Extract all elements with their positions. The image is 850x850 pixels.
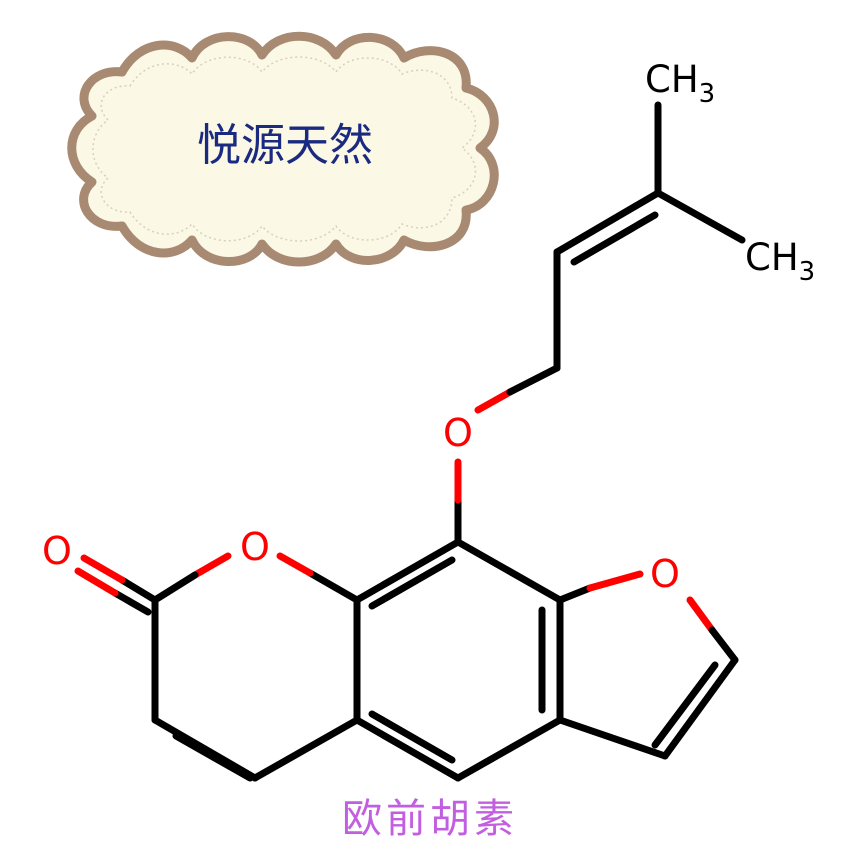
atom-ring-o: O (240, 525, 270, 569)
bond-c-ch3-right (654, 189, 746, 244)
bond-c2-carbonyl-black-a (118, 576, 159, 604)
logo-text: 悦源天然 (197, 120, 373, 171)
methyl-right-main: CH (745, 236, 799, 279)
bonds (74, 101, 746, 782)
bond-o1-c2-black (151, 571, 199, 604)
bond-c4-c4a (251, 716, 361, 782)
logo-badge: 悦源天然 (67, 31, 499, 267)
methyl-right-sub: 3 (799, 257, 816, 287)
bond-c2-carbonyl-red-b (74, 567, 119, 597)
bond-c2-carbonyl-black-b (111, 589, 152, 616)
atom-carbonyl-o: O (42, 529, 72, 573)
bond-oether-ch2-red (474, 388, 514, 414)
bond-o1-c2-red (191, 552, 232, 579)
bond-c8-c7a (454, 538, 564, 604)
bond-c8a-c8 (353, 538, 462, 604)
bond-c4-c4a-inner (368, 710, 456, 764)
atom-ether-o: O (443, 411, 473, 455)
bond-c4-c4a-benz (353, 716, 462, 782)
atom-furan-o: O (650, 552, 680, 596)
methyl-top-label: CH3 (645, 58, 715, 109)
bond-ch-c-double-inner (570, 211, 659, 266)
bond-c2f-c3f-inner (651, 661, 719, 749)
bond-c7a-o-red (586, 570, 644, 592)
atom-labels: O O O O CH3 CH3 (42, 58, 815, 596)
bond-c7a-o-black (556, 584, 594, 604)
bond-c8a-o1-black (306, 569, 361, 604)
logo-inner-dashed-border (92, 56, 477, 242)
bond-o-c2f-red (686, 596, 716, 634)
bond-o-c2f-black (708, 626, 739, 664)
bond-c3a-c4 (454, 716, 564, 782)
bond-c3-c4-inner (172, 732, 254, 782)
logo-frame (67, 31, 499, 267)
methyl-top-main: CH (645, 58, 699, 101)
bond-c2-carbonyl-red-a (80, 554, 126, 584)
bond-oether-ch2-black (506, 364, 561, 396)
bond-c3f-c3a (556, 716, 669, 760)
bond-ch-c-double (553, 189, 662, 256)
methyl-top-sub: 3 (699, 79, 716, 109)
bond-c2f-c3f (661, 656, 739, 760)
compound-name-caption: 欧前胡素 (342, 796, 518, 842)
bond-c8-c8a-inner (368, 556, 456, 610)
methyl-right-label: CH3 (745, 236, 815, 287)
bond-c8a-o1-red (276, 552, 314, 577)
